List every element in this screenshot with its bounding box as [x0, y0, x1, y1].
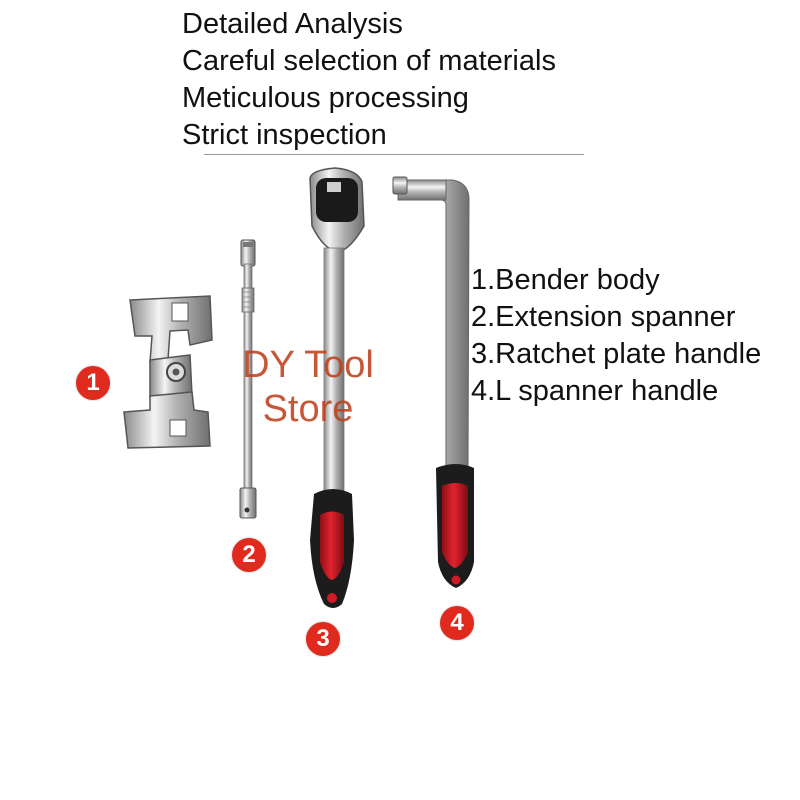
part-badge-3: 3 [306, 622, 340, 656]
part-badge-1: 1 [76, 366, 110, 400]
parts-list-item-1: 1.Bender body [471, 264, 660, 296]
divider-line [204, 154, 584, 155]
feature-line-3: Meticulous processing [182, 82, 469, 114]
parts-list-item-4: 4.L spanner handle [471, 375, 719, 407]
parts-list: 1.Bender body 2.Extension spanner 3.Ratc… [471, 262, 761, 410]
store-watermark: DY Tool Store [208, 343, 408, 431]
parts-list-item-3: 3.Ratchet plate handle [471, 338, 762, 370]
watermark-line-1: DY Tool [242, 344, 374, 386]
parts-list-item-2: 2.Extension spanner [471, 301, 736, 333]
extension-spanner-icon [239, 239, 257, 519]
l-spanner-icon [392, 176, 474, 588]
part-badge-4: 4 [440, 606, 474, 640]
ratchet-handle-icon [309, 167, 365, 608]
feature-headline: Detailed Analysis Careful selection of m… [182, 6, 556, 154]
feature-line-1: Detailed Analysis [182, 8, 403, 40]
bender-body-icon [123, 295, 213, 449]
part-badge-2: 2 [232, 538, 266, 572]
feature-line-2: Careful selection of materials [182, 45, 556, 77]
feature-line-4: Strict inspection [182, 119, 387, 151]
watermark-line-2: Store [262, 388, 354, 430]
